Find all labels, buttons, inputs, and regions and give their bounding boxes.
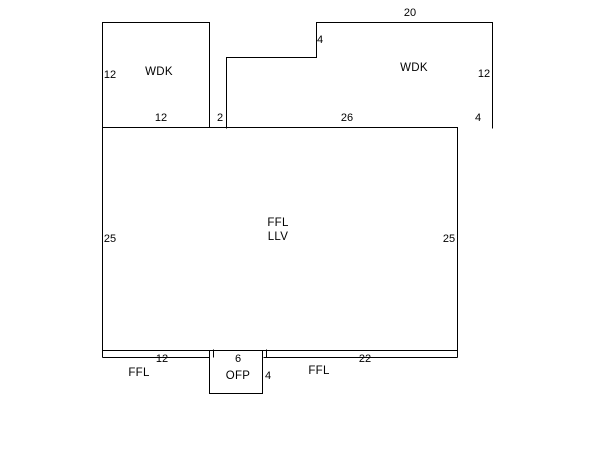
main-living-outline: [102, 127, 458, 351]
ofp-outline: [209, 350, 263, 394]
dim-wdk-left-side: 12: [104, 69, 116, 81]
ffl-left-label: FFL: [128, 367, 150, 379]
main-label-line1: FFL: [267, 217, 289, 229]
dim-wdk-right-top: 20: [404, 7, 416, 19]
dim-main-right: 25: [443, 233, 455, 245]
dim-gap: 2: [217, 112, 223, 124]
wdk-right-outline: [226, 22, 493, 129]
dim-wdk-left-bottom: 12: [155, 112, 167, 124]
dim-wdk-right-bottom: 26: [341, 112, 353, 124]
dim-wdk-right-side: 12: [478, 68, 490, 80]
dim-wdk-right-corner: 4: [475, 112, 481, 124]
dim-porch-width: 6: [235, 353, 241, 365]
dim-main-left: 25: [104, 233, 116, 245]
wdk-right-label: WDK: [400, 62, 428, 74]
dim-porch-depth: 4: [265, 370, 271, 382]
dim-bottom-right: 22: [359, 353, 371, 365]
ffl-right-label: FFL: [308, 365, 330, 377]
dim-bottom-left: 12: [156, 353, 168, 365]
wdk-left-label: WDK: [145, 66, 173, 78]
ofp-label: OFP: [226, 370, 251, 382]
main-label-line2: LLV: [268, 231, 289, 243]
dim-wdk-right-step: 4: [317, 34, 323, 46]
